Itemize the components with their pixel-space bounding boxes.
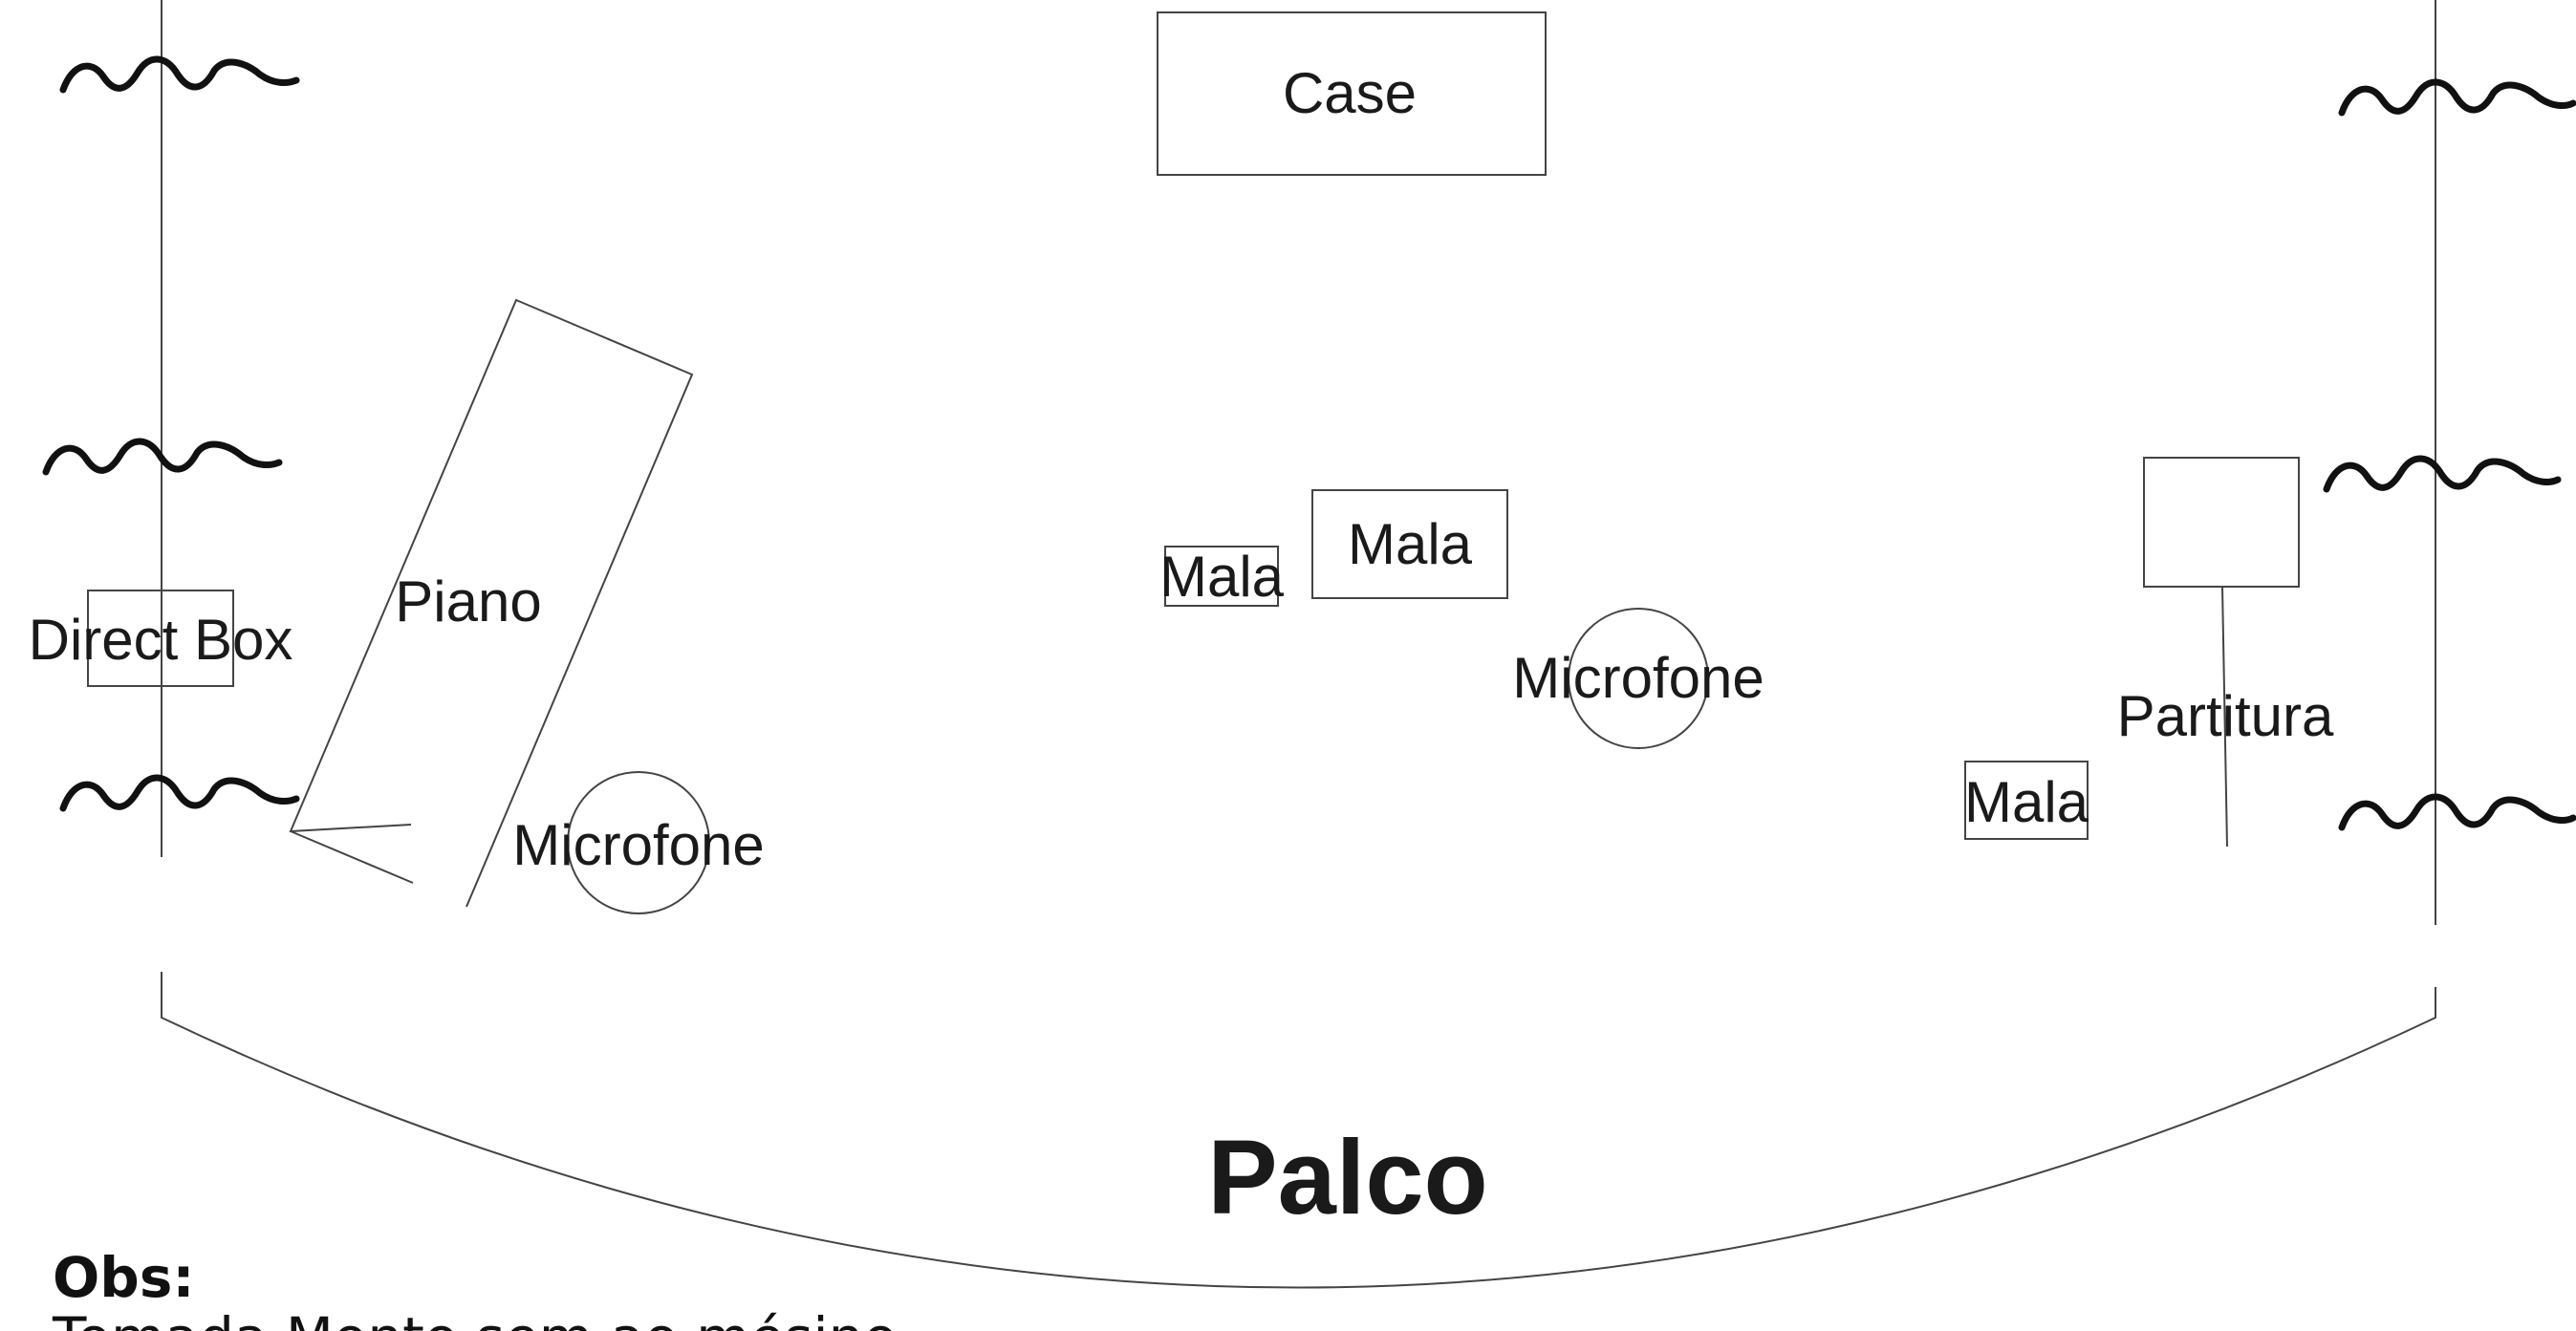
notes-title: Obs: (53, 1245, 195, 1310)
microfone-piano-label: Microfone (512, 813, 764, 877)
curtain-wave-icon (2338, 793, 2576, 831)
case-label: Case (1283, 61, 1417, 125)
curtain-wave-icon (59, 55, 300, 94)
mala-box (1964, 761, 2089, 840)
mala-box (1311, 489, 1508, 599)
case-box (1157, 11, 1547, 176)
curtain-wave-icon (2323, 455, 2562, 493)
curtain-wave-icon (2338, 78, 2576, 117)
direct-box-label: Direct Box (29, 608, 293, 672)
microfone-center-label: Microfone (1512, 646, 1764, 710)
piano-outline (290, 830, 414, 884)
mala-right-label: Mala (1964, 770, 2089, 834)
mala-center-label: Mala (1348, 512, 1473, 576)
music-stand-pole (2221, 586, 2228, 848)
music-stand-box (2143, 457, 2300, 588)
stage-front-edge (161, 972, 2436, 1289)
notes-line-1: Tomada Monto sem ao mésino (52, 1305, 898, 1331)
curtain-wave-icon (59, 774, 300, 812)
microphone-circle (1568, 608, 1709, 749)
mala-left-small-label: Mala (1159, 545, 1285, 609)
piano-label: Piano (395, 569, 541, 633)
direct-box (87, 590, 234, 687)
curtain-wave-icon (42, 438, 283, 476)
microphone-circle (567, 771, 710, 914)
stage-label: Palco (1207, 1119, 1487, 1236)
mala-box (1164, 546, 1279, 607)
partitura-label: Partitura (2117, 684, 2334, 748)
piano-outline (289, 298, 694, 908)
